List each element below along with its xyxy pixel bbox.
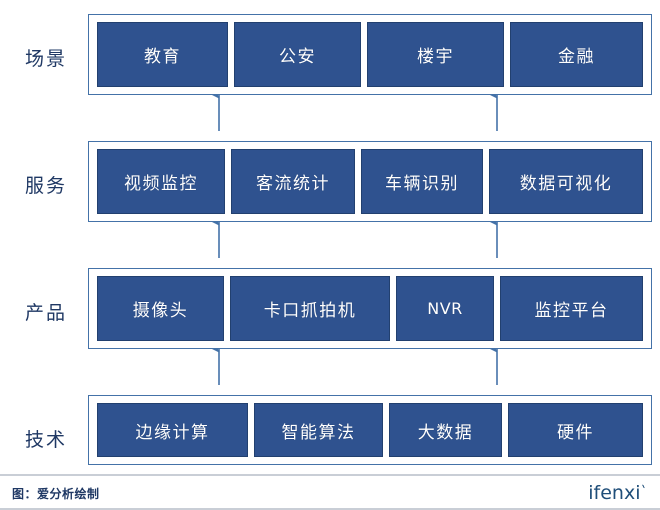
layer-label-technology: 技术 xyxy=(24,429,67,451)
ifenxi-logo: ifenxiˋ xyxy=(588,482,648,504)
node-product-checkpoint-capture-machine[interactable]: 卡口抓拍机 xyxy=(230,276,390,341)
node-technology-hardware[interactable]: 硬件 xyxy=(508,403,643,457)
ifenxi-logo-text: ifenxi xyxy=(588,482,641,504)
layer-band-service: 视频监控 客流统计 车辆识别 数据可视化 xyxy=(88,141,652,222)
node-service-passenger-flow-statistics[interactable]: 客流统计 xyxy=(231,149,355,214)
node-product-nvr[interactable]: NVR xyxy=(396,276,494,341)
figure-source-note: 图：爱分析绘制 xyxy=(12,487,100,501)
layer-label-scene: 场景 xyxy=(24,48,67,70)
layer-band-product: 摄像头 卡口抓拍机 NVR 监控平台 xyxy=(88,268,652,349)
node-product-monitoring-platform[interactable]: 监控平台 xyxy=(500,276,643,341)
node-scene-building[interactable]: 楼宇 xyxy=(367,22,504,87)
node-technology-big-data[interactable]: 大数据 xyxy=(389,403,502,457)
layered-architecture-diagram: 场景 教育 公安 楼宇 金融 服务 视频监控 客流统计 车辆识别 数据可视化 产… xyxy=(24,14,652,465)
node-technology-intelligent-algorithm[interactable]: 智能算法 xyxy=(254,403,383,457)
node-product-camera[interactable]: 摄像头 xyxy=(97,276,224,341)
node-service-video-surveillance[interactable]: 视频监控 xyxy=(97,149,225,214)
node-scene-finance[interactable]: 金融 xyxy=(510,22,643,87)
layer-label-product: 产品 xyxy=(24,302,67,324)
layer-band-scene: 教育 公安 楼宇 金融 xyxy=(88,14,652,95)
node-service-vehicle-recognition[interactable]: 车辆识别 xyxy=(361,149,483,214)
node-scene-public-security[interactable]: 公安 xyxy=(234,22,361,87)
node-scene-education[interactable]: 教育 xyxy=(97,22,228,87)
layer-label-service: 服务 xyxy=(24,175,67,197)
node-service-data-visualization[interactable]: 数据可视化 xyxy=(489,149,643,214)
figure-footer: 图：爱分析绘制 ifenxiˋ xyxy=(0,474,660,510)
node-technology-edge-computing[interactable]: 边缘计算 xyxy=(97,403,248,457)
layer-band-technology: 边缘计算 智能算法 大数据 硬件 xyxy=(88,395,652,465)
